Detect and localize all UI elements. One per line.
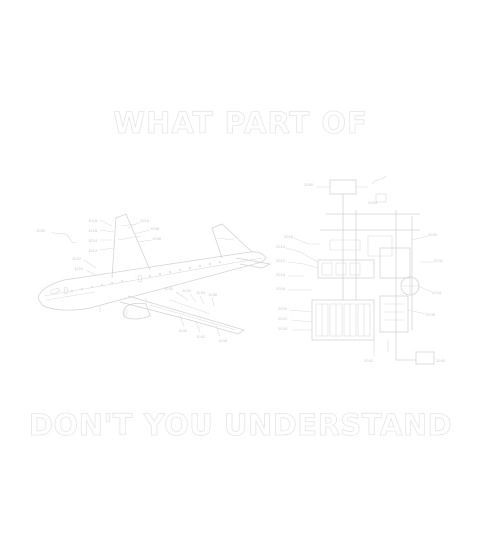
controller-box bbox=[329, 179, 357, 195]
airplane-drawing: 1000 1018 1016 1014 1012 1010 1008 1006 … bbox=[36, 213, 272, 343]
svg-text:1030: 1030 bbox=[164, 287, 174, 291]
svg-text:1014: 1014 bbox=[88, 239, 98, 243]
svg-text:1008: 1008 bbox=[150, 227, 160, 231]
svg-text:2036: 2036 bbox=[426, 313, 436, 317]
svg-text:1012: 1012 bbox=[88, 249, 97, 253]
svg-text:1000: 1000 bbox=[36, 229, 46, 233]
svg-text:2004: 2004 bbox=[368, 201, 378, 205]
svg-text:2032: 2032 bbox=[434, 259, 443, 263]
svg-text:1006: 1006 bbox=[152, 237, 162, 241]
svg-text:2014: 2014 bbox=[276, 273, 286, 277]
svg-text:2024: 2024 bbox=[278, 327, 288, 331]
svg-text:2016: 2016 bbox=[276, 287, 286, 291]
svg-text:2012: 2012 bbox=[276, 259, 285, 263]
svg-text:2000: 2000 bbox=[304, 183, 314, 187]
top-headline: WHAT PART OF bbox=[113, 106, 368, 141]
svg-text:2030: 2030 bbox=[428, 233, 438, 237]
svg-text:2018: 2018 bbox=[284, 235, 294, 239]
svg-text:1034: 1034 bbox=[196, 291, 206, 295]
svg-text:1040: 1040 bbox=[178, 329, 188, 333]
svg-text:2042: 2042 bbox=[364, 359, 373, 363]
svg-text:2020: 2020 bbox=[278, 307, 288, 311]
svg-text:1044: 1044 bbox=[218, 339, 228, 343]
svg-text:2040: 2040 bbox=[436, 359, 446, 363]
svg-text:1018: 1018 bbox=[88, 219, 98, 223]
svg-text:1020: 1020 bbox=[74, 267, 84, 271]
svg-text:1042: 1042 bbox=[196, 335, 205, 339]
schematic-drawing: 2000 2004 2010 2012 2014 2016 2018 2020 … bbox=[276, 175, 446, 365]
bottom-headline: DON'T YOU UNDERSTAND bbox=[28, 408, 453, 443]
svg-text:1036: 1036 bbox=[208, 293, 218, 297]
svg-text:1016: 1016 bbox=[88, 229, 98, 233]
svg-text:1022: 1022 bbox=[72, 257, 81, 261]
svg-text:1010: 1010 bbox=[140, 219, 150, 223]
svg-text:1032: 1032 bbox=[182, 289, 191, 293]
svg-text:2034: 2034 bbox=[432, 291, 442, 295]
svg-text:2010: 2010 bbox=[276, 245, 286, 249]
svg-text:2022: 2022 bbox=[278, 317, 287, 321]
